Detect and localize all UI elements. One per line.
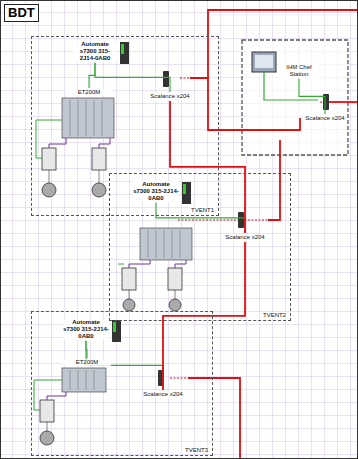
device-label: ET200M (65, 89, 113, 96)
cabinet-frame: TVENT3 Automate s7300 315-2J14-0AB0ET200M… (31, 311, 213, 456)
drive (40, 148, 182, 422)
cabinet-label: TVENT2 (262, 312, 287, 318)
device-box: Automate s7300 315-2J14-0AB0 (132, 180, 180, 203)
network-link (89, 63, 95, 88)
device-box: ET200M (62, 358, 112, 367)
hmi-screen (252, 52, 276, 72)
area-title: BDT (4, 4, 39, 22)
device-box: Scalance x204 (303, 114, 347, 123)
device-label: Automate s7300 315-2J14-0AB0 (133, 181, 179, 202)
device-label: Scalance x204 (225, 234, 265, 241)
cabinet-label: TVENT3 (184, 447, 209, 453)
device-box: Scalance x204 (149, 92, 191, 101)
device-box: Automate s7300 315-2J14-0AB0 (62, 318, 110, 341)
network-link (156, 203, 245, 233)
device-label: Scalance x204 (143, 391, 183, 398)
ethernet-ring (188, 10, 358, 459)
device-box: Automate s7300 315-2J14-0AB0 (72, 40, 118, 63)
network-link (299, 79, 325, 114)
device-box: Scalance x204 (142, 390, 184, 399)
cabinet-frame: TVENT1Automate s7300 315-2J14-0AB0ET200M… (31, 36, 219, 216)
motor (40, 183, 181, 445)
device-box: Scalance x204 (224, 233, 266, 242)
profibus-wire (34, 120, 124, 410)
drive-wire (47, 138, 186, 400)
ethernet-link (163, 242, 245, 390)
device-label: Scalance x204 (304, 115, 346, 122)
device-box: ET200M (64, 88, 114, 97)
device-label: IHM Chef Station (280, 64, 318, 78)
ethernet-link (170, 101, 245, 233)
cabinet-label: TVENT1 (190, 207, 215, 213)
io-rack (62, 98, 192, 392)
device-label: Automate s7300 315-2J14-0AB0 (73, 41, 117, 62)
network-link (95, 63, 170, 92)
device-label: Scalance x204 (150, 93, 190, 100)
device-label: Automate s7300 315-2J14-0AB0 (63, 319, 109, 340)
cabinet-frame: TVENT2 Automate s7300 315-2J14-0AB0Scalan… (109, 173, 291, 321)
plc-icon (112, 42, 191, 342)
device-box: IHM Chef Station (279, 63, 319, 79)
device-label: ET200M (63, 359, 111, 366)
station-frame (242, 40, 348, 155)
